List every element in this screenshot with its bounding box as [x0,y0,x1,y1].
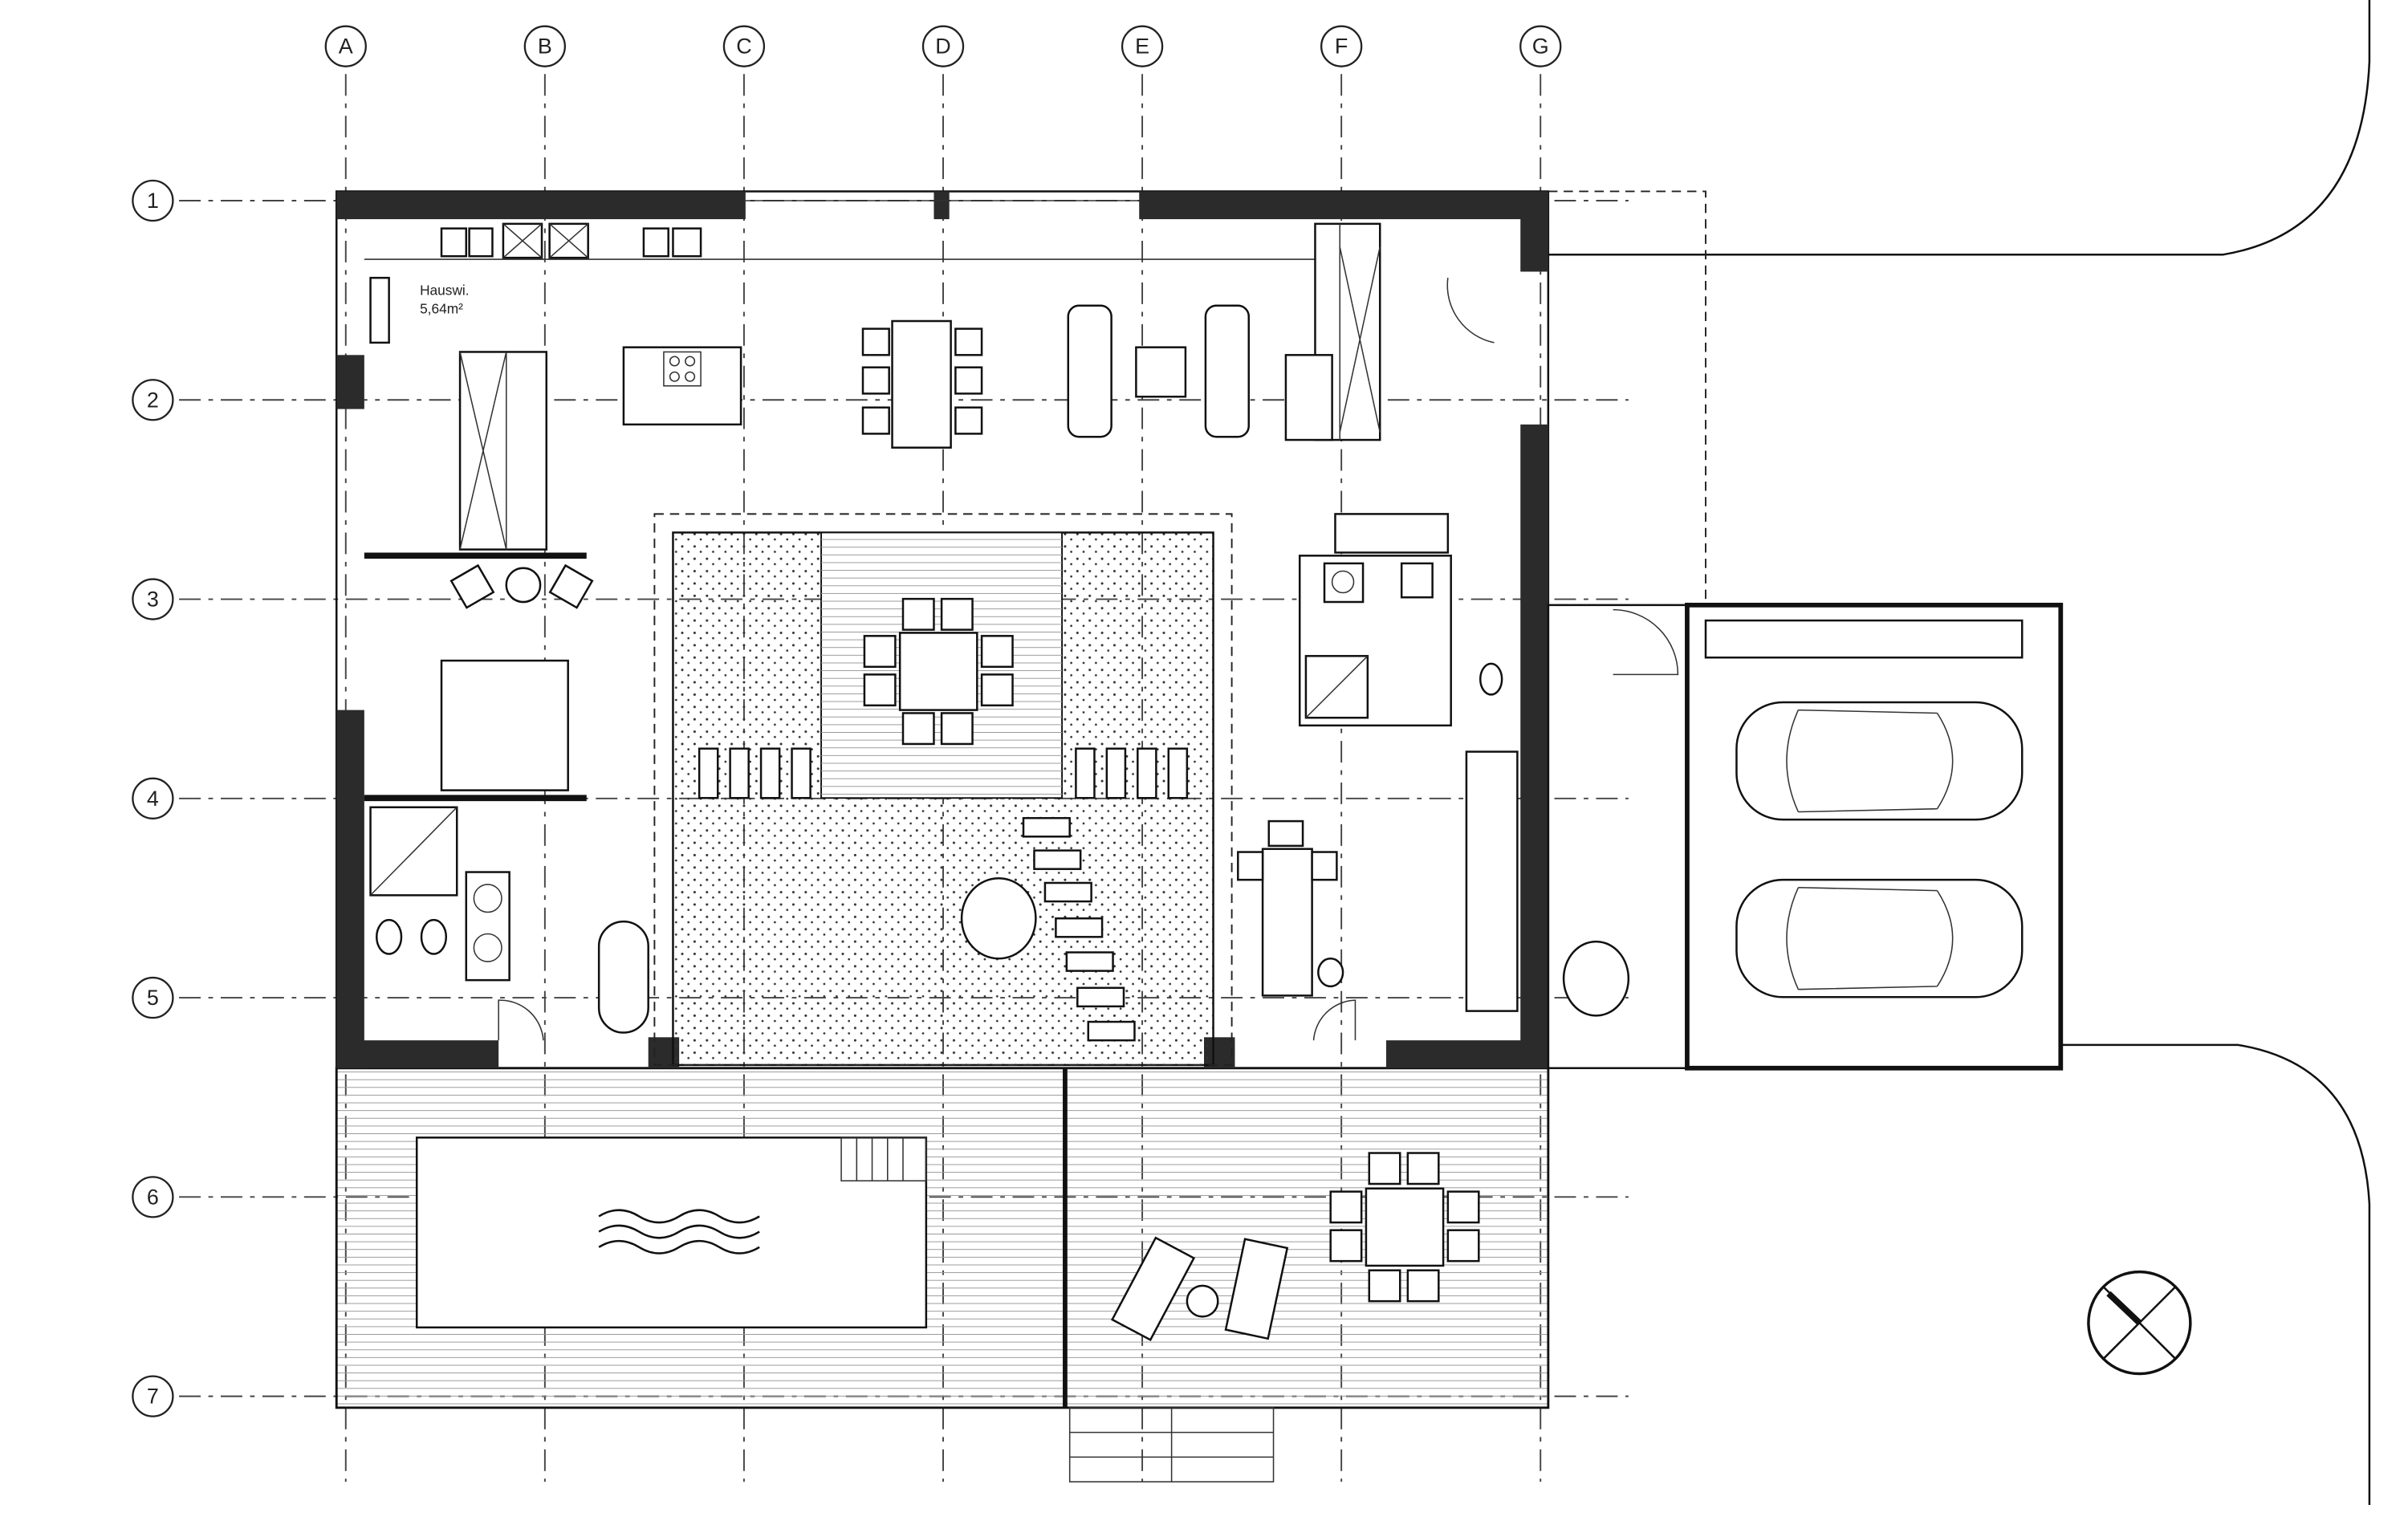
site-boundary-top [1548,0,2371,256]
sun-loungers [1110,1236,1289,1342]
grid-label-column: A [339,35,353,59]
grid-label-row: 2 [147,388,159,412]
room-area-label: 5,64m² [420,300,463,316]
grid-bubble-row [132,379,174,421]
hauswirtschaft-shelf [369,276,390,344]
water-wave-icon [598,1209,760,1255]
exterior-walls [336,191,1548,1068]
fireplace-stove [1284,354,1333,441]
grid-bubble-column [722,25,766,67]
guest-bathroom [1298,513,1503,727]
grid-bubble-column [921,25,965,67]
north-arrow-icon [2087,1270,2192,1376]
courtyard-outline [653,513,1233,1066]
grid-label-row: 5 [147,986,159,1010]
courtyard-dining-set [863,597,1014,746]
grid-bubble-row [132,976,174,1019]
grid-label-row: 3 [147,588,159,612]
grid-bubble-row [132,1176,174,1218]
grid-label-column: G [1532,35,1549,59]
lounge-chairs [449,563,594,609]
grid-label-column: B [538,35,552,59]
grid-bubble-column [1121,25,1164,67]
grid-bubble-row [132,777,174,819]
grid-bubble-column [1519,25,1562,67]
cooktop-icon [663,351,702,387]
car-icon [1735,701,2024,821]
laundry-appliances [440,222,702,259]
grid-bubble-column [1320,25,1363,67]
parked-cars [1735,701,2024,998]
garage [1685,602,2064,1071]
site-boundary-bottom [2060,1043,2371,1505]
bathroom-fixtures [369,806,649,1034]
doors [498,278,1679,1041]
grid-label-column: E [1135,35,1149,59]
entry-steps [1068,1407,1275,1482]
bed [440,659,569,791]
garage-shelf [1704,619,2024,659]
living-sofas [1067,304,1251,438]
grid-label-column: C [736,35,751,59]
grid-label-column: F [1335,35,1348,59]
grid-bubble-column [324,25,367,67]
office-desk [1237,819,1344,997]
grid-labels: A B C D E F G 1 2 3 4 5 6 7 [132,25,1562,1417]
dining-table-set [861,319,983,449]
grid-bubble-row [132,1375,174,1417]
stepping-stones [1022,816,1136,1042]
roof-overhang-outline [1547,190,1706,606]
grid-bubble-row [132,578,174,620]
pool-stairs [840,1137,927,1181]
grid-bubble-row [132,179,174,222]
storage-cabinets [458,222,1381,551]
grid-label-row: 6 [147,1185,159,1209]
room-name-label: Hauswi. [420,282,470,298]
outdoor-dining-set [1329,1152,1480,1303]
swimming-pool [415,1137,928,1329]
entrance-planter [1562,940,1630,1017]
wardrobe [1465,750,1519,1012]
courtyard-round-planter [960,876,1037,960]
courtyard-benches [698,747,1189,799]
grid-label-row: 1 [147,189,159,213]
grid-bubble-column [523,25,566,67]
grid-label-row: 7 [147,1385,159,1409]
grid-label-row: 4 [147,787,159,811]
grid-label-column: D [935,35,950,59]
car-icon [1735,878,2024,998]
